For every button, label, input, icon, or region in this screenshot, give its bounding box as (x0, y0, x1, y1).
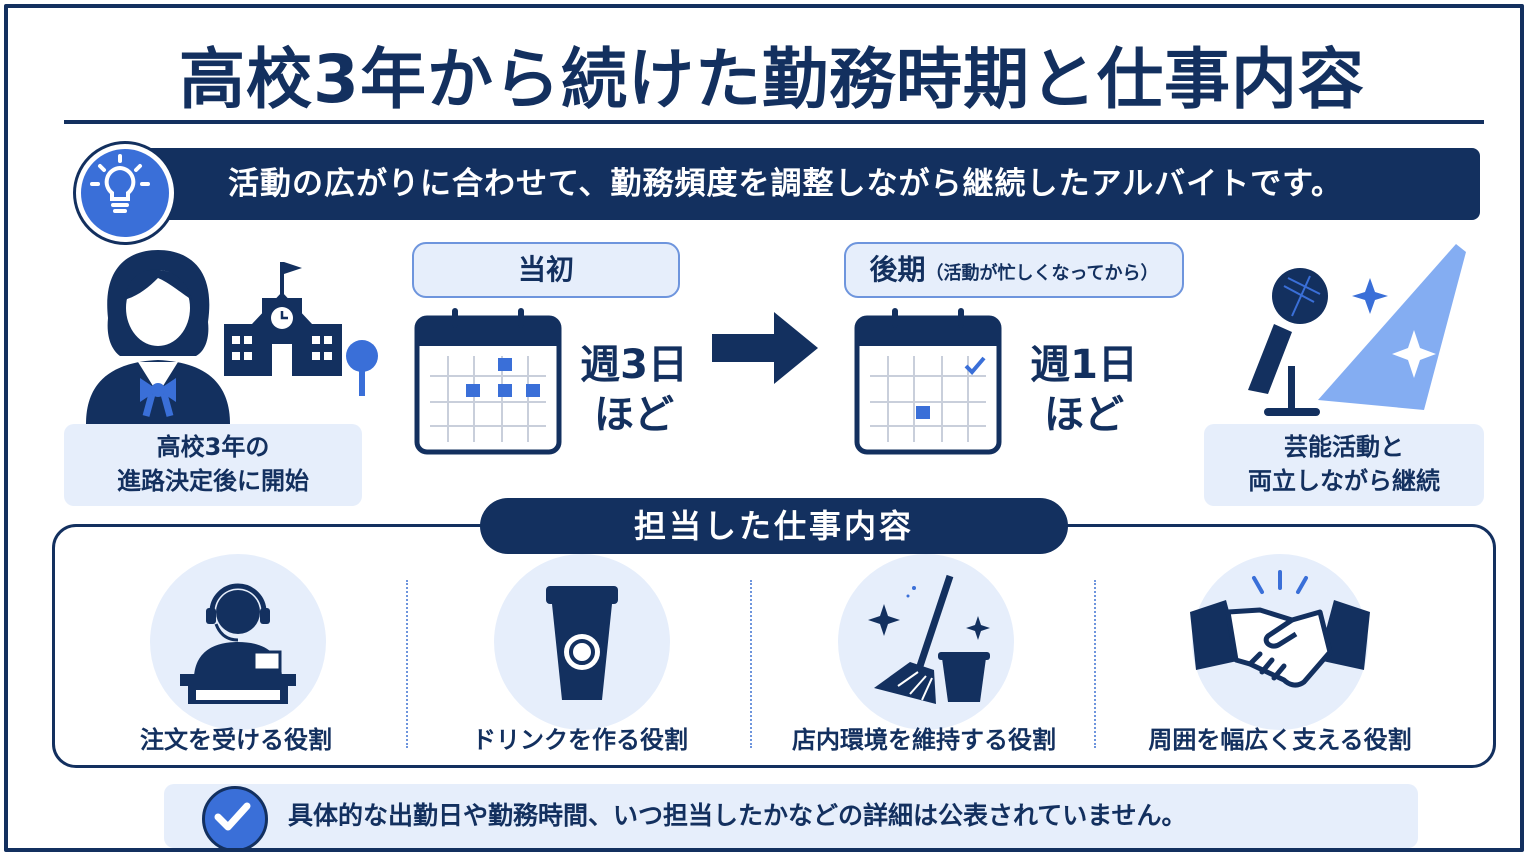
start-caption: 高校3年の 進路決定後に開始 (64, 424, 362, 506)
task-divider (1094, 580, 1096, 748)
disclaimer-text: 具体的な出勤日や勤務時間、いつ担当したかなどの詳細は公表されていません。 (288, 801, 1187, 830)
tasks-heading: 担当した仕事内容 (480, 498, 1068, 554)
handshake-icon (1190, 570, 1370, 688)
microphone-icon (1248, 268, 1328, 416)
sparkle-icon (1392, 330, 1436, 378)
spotlight-icon (1318, 244, 1466, 410)
arrow-right-icon (712, 312, 818, 384)
task-cleaning-label: 店内環境を維持する役割 (792, 726, 1056, 754)
tree-icon (346, 340, 378, 396)
task-order-label: 注文を受ける役割 (140, 726, 332, 754)
early-period-label: 当初 (412, 242, 680, 298)
school-building-icon (224, 262, 342, 376)
drink-cup-icon (546, 586, 618, 700)
task-support-label: 周囲を幅広く支える役割 (1148, 726, 1412, 754)
parallel-caption: 芸能活動と 両立しながら継続 (1204, 424, 1484, 506)
sparkle-icon (1352, 278, 1388, 314)
parallel-caption-line2: 両立しながら継続 (1248, 467, 1440, 495)
student-icon (86, 250, 230, 424)
start-caption-line2: 進路決定後に開始 (117, 467, 309, 495)
checkmark-icon (202, 786, 268, 848)
title-underline (64, 120, 1484, 124)
task-order-circle (150, 554, 326, 730)
infographic-frame: 高校3年から続けた勤務時期と仕事内容 活動の広がりに合わせて、勤務頻度を調整しな… (4, 4, 1524, 852)
headset-staff-icon (180, 583, 296, 704)
task-divider (406, 580, 408, 748)
early-frequency: 週3日 ほど (576, 340, 692, 440)
task-drink-label: ドリンクを作る役割 (472, 726, 688, 754)
calendar-icon (414, 308, 562, 455)
task-drink-circle (494, 554, 670, 730)
calendar-icon (854, 308, 1002, 455)
late-period-note: （活動が忙しくなってから） (925, 263, 1159, 284)
task-divider (750, 580, 752, 748)
late-period-title: 後期 (869, 253, 926, 286)
page-title: 高校3年から続けた勤務時期と仕事内容 (179, 41, 1365, 118)
disclaimer-note: 具体的な出勤日や勤務時間、いつ担当したかなどの詳細は公表されていません。 (164, 784, 1418, 848)
early-frequency-line2: ほど (594, 392, 674, 438)
summary-banner: 活動の広がりに合わせて、勤務頻度を調整しながら継続したアルバイトです。 (136, 148, 1480, 220)
broom-bucket-icon (868, 574, 990, 704)
late-period-label: 後期（活動が忙しくなってから） (844, 242, 1184, 298)
lightbulb-icon (76, 144, 174, 242)
summary-banner-text: 活動の広がりに合わせて、勤務頻度を調整しながら継続したアルバイトです。 (228, 166, 1344, 202)
early-frequency-line1: 週3日 (580, 342, 688, 388)
student-school-illustration (86, 250, 378, 424)
late-frequency-line1: 週1日 (1030, 342, 1138, 388)
task-cleaning-circle (838, 554, 1014, 730)
late-frequency-line2: ほど (1044, 392, 1124, 438)
stage-illustration (1248, 244, 1466, 416)
parallel-caption-line1: 芸能活動と (1284, 433, 1404, 461)
late-frequency: 週1日 ほど (1024, 340, 1144, 440)
task-support-circle (1190, 554, 1370, 730)
start-caption-line1: 高校3年の (156, 433, 270, 461)
